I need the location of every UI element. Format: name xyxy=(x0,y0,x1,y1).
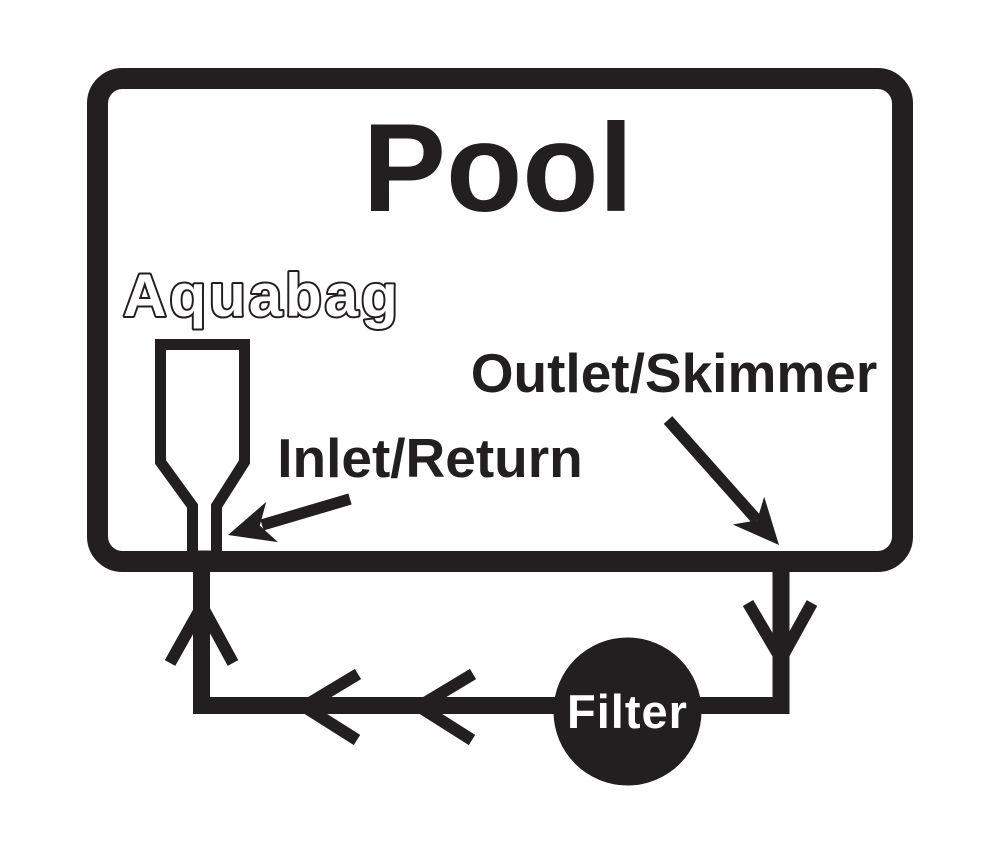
aquabag-label: Aquabag xyxy=(123,262,401,329)
flow-arrow-up-icon xyxy=(164,593,239,666)
outlet-arrow-shaft xyxy=(663,416,762,524)
flow-arrow-left-1-icon xyxy=(292,668,362,746)
pool-boundary xyxy=(87,68,913,572)
filter-label: Filter xyxy=(567,685,688,738)
outlet-label: Outlet/Skimmer xyxy=(471,342,878,404)
pool-title: Pool xyxy=(363,99,634,238)
outlet-arrow-icon xyxy=(663,416,779,545)
aquabag-shape xyxy=(155,339,250,562)
filter-node xyxy=(553,637,702,786)
inlet-arrowhead xyxy=(228,501,278,543)
outlet-arrowhead xyxy=(732,496,779,545)
inlet-label: Inlet/Return xyxy=(277,427,583,489)
flow-arrow-down-icon xyxy=(742,599,818,672)
pipe-circuit xyxy=(193,556,790,714)
inlet-arrow-shaft xyxy=(260,493,352,531)
inlet-arrow-icon xyxy=(228,493,352,543)
flow-arrow-left-2-icon xyxy=(407,668,477,746)
